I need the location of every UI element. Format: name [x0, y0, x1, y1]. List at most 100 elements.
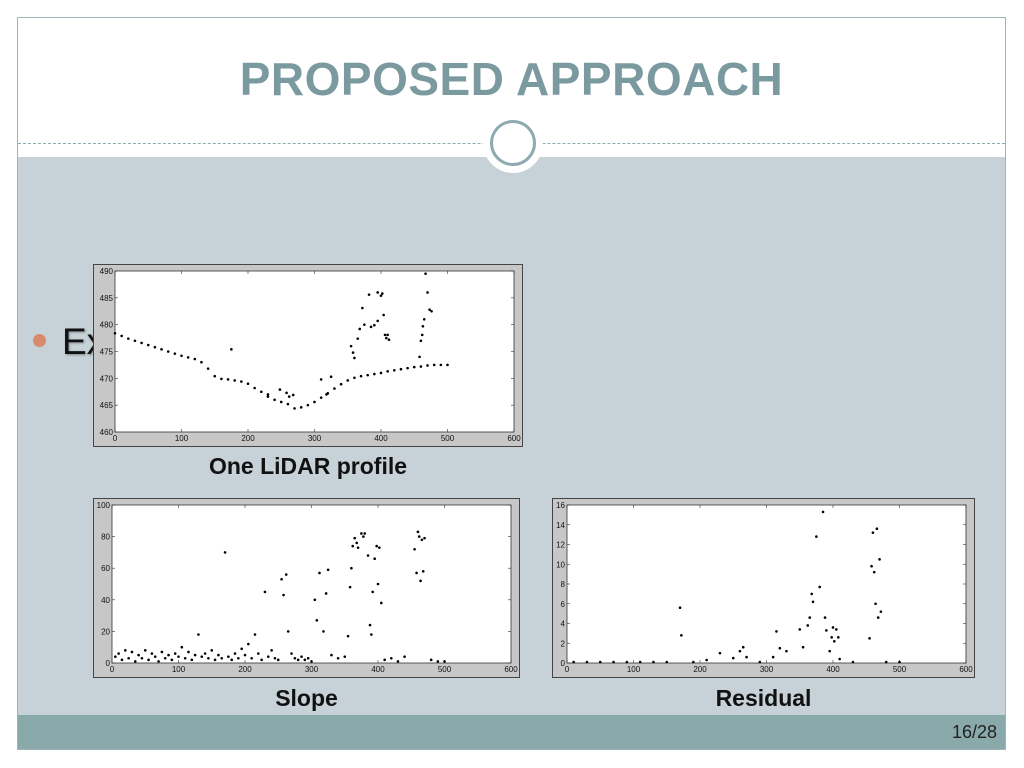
- data-point: [333, 387, 336, 390]
- data-point: [745, 655, 748, 659]
- x-tick-label: 300: [760, 665, 774, 674]
- data-point: [253, 386, 256, 390]
- data-point: [226, 378, 230, 381]
- y-tick-label: 4: [561, 620, 566, 629]
- data-point: [140, 656, 144, 660]
- data-point: [140, 341, 143, 345]
- data-point: [808, 616, 812, 619]
- data-point: [183, 656, 187, 660]
- data-point: [731, 656, 735, 660]
- data-point: [325, 393, 328, 396]
- data-point: [429, 658, 433, 662]
- x-tick-label: 100: [627, 665, 641, 674]
- data-point: [213, 374, 217, 378]
- data-point: [417, 535, 421, 538]
- data-point: [160, 650, 164, 654]
- data-point: [426, 291, 429, 294]
- data-point: [279, 400, 283, 404]
- data-point: [303, 658, 307, 662]
- data-point: [180, 645, 184, 649]
- data-point: [371, 590, 374, 594]
- x-tick-label: 500: [438, 665, 452, 674]
- data-point: [368, 623, 372, 627]
- data-point: [830, 636, 833, 639]
- data-point: [379, 294, 383, 297]
- data-point: [612, 660, 615, 664]
- data-point: [798, 628, 802, 631]
- data-point: [652, 660, 655, 664]
- x-tick-label: 600: [959, 665, 973, 674]
- data-point: [282, 593, 285, 597]
- data-point: [270, 649, 273, 652]
- data-point: [367, 293, 371, 296]
- data-point: [120, 334, 123, 338]
- slide-content: Example 01002003004005006004604654704754…: [18, 157, 1005, 715]
- data-point: [741, 645, 745, 649]
- data-point: [170, 658, 174, 662]
- data-point: [273, 656, 277, 660]
- data-point: [322, 630, 325, 633]
- data-point: [418, 355, 421, 359]
- data-point: [625, 660, 629, 664]
- data-point: [329, 375, 333, 379]
- data-point: [428, 308, 431, 311]
- data-point: [831, 626, 835, 629]
- data-point: [257, 652, 260, 655]
- data-point: [361, 306, 364, 310]
- x-tick-label: 200: [693, 665, 707, 674]
- data-point: [898, 660, 901, 664]
- data-point: [180, 354, 183, 358]
- data-point: [206, 367, 210, 370]
- data-point: [143, 649, 147, 652]
- data-point: [173, 352, 177, 355]
- data-point: [811, 600, 815, 604]
- data-point: [353, 536, 357, 540]
- data-point: [193, 653, 197, 657]
- data-point: [692, 660, 695, 664]
- data-point: [319, 378, 323, 381]
- x-tick-label: 600: [507, 434, 521, 443]
- data-point: [351, 351, 355, 354]
- data-point: [870, 564, 873, 568]
- data-point: [153, 655, 157, 658]
- data-point: [177, 655, 180, 658]
- data-point: [356, 546, 360, 549]
- data-point: [415, 571, 418, 575]
- data-point: [835, 628, 838, 631]
- data-point: [293, 656, 297, 660]
- data-point: [363, 323, 366, 326]
- data-point: [160, 348, 163, 351]
- data-point: [872, 570, 876, 574]
- data-point: [310, 660, 313, 663]
- data-point: [879, 610, 883, 613]
- data-point: [150, 652, 154, 655]
- data-point: [133, 339, 137, 343]
- data-point: [876, 616, 880, 619]
- data-point: [117, 652, 120, 655]
- data-point: [336, 656, 340, 660]
- x-tick-label: 0: [110, 665, 115, 674]
- data-point: [443, 660, 446, 663]
- x-tick-label: 100: [175, 434, 189, 443]
- data-point: [203, 652, 207, 655]
- data-point: [801, 645, 805, 649]
- data-point: [778, 646, 782, 650]
- y-tick-label: 490: [100, 267, 114, 276]
- data-point: [355, 541, 359, 545]
- data-point: [406, 366, 409, 370]
- y-tick-label: 40: [101, 596, 110, 605]
- data-point: [828, 649, 831, 653]
- data-point: [382, 313, 385, 317]
- data-point: [197, 633, 200, 636]
- data-point: [446, 363, 449, 367]
- data-point: [220, 377, 223, 381]
- data-point: [851, 660, 855, 664]
- data-point: [315, 619, 319, 622]
- data-point: [426, 364, 429, 367]
- data-point: [306, 656, 310, 660]
- data-point: [246, 382, 250, 385]
- data-point: [350, 566, 353, 570]
- data-point: [280, 577, 283, 581]
- data-point: [875, 527, 879, 530]
